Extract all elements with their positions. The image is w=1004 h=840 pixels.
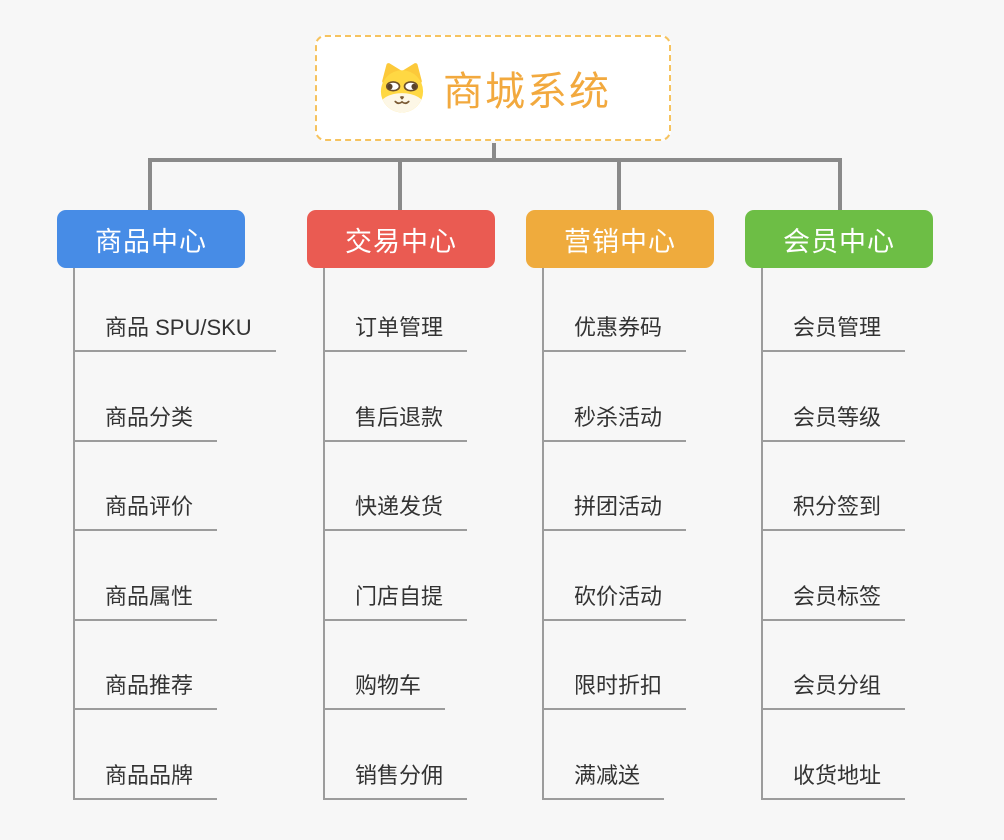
branch-items: 会员管理 会员等级 积分签到 会员标签 会员分组 收货地址 <box>761 268 933 800</box>
branch-items: 订单管理 售后退款 快递发货 门店自提 购物车 销售分佣 <box>323 268 495 800</box>
branch-label: 营销中心 <box>564 226 676 257</box>
branch-item[interactable]: 拼团活动 <box>544 442 714 532</box>
branch-items: 优惠券码 秒杀活动 拼团活动 砍价活动 限时折扣 满减送 <box>542 268 714 800</box>
branch-item-label: 商品推荐 <box>75 668 218 711</box>
branch-item[interactable]: 会员等级 <box>763 352 933 442</box>
branch-item[interactable]: 商品分类 <box>75 352 245 442</box>
branch-connector-drop <box>617 160 621 212</box>
branch-item-label: 拼团活动 <box>544 489 687 532</box>
branch-item[interactable]: 商品属性 <box>75 531 245 621</box>
branch-item-label: 收货地址 <box>763 758 906 800</box>
branch-0: 商品中心 商品 SPU/SKU 商品分类 商品评价 商品属性 商品推荐 商品品牌 <box>57 210 276 800</box>
branch-item-label: 秒杀活动 <box>544 400 687 442</box>
branch-item[interactable]: 会员标签 <box>763 531 933 621</box>
branch-item-label: 会员等级 <box>763 400 906 442</box>
branch-item-label: 门店自提 <box>325 579 468 621</box>
branch-item[interactable]: 秒杀活动 <box>544 352 714 442</box>
branch-item-label: 销售分佣 <box>325 758 468 800</box>
branch-item[interactable]: 商品推荐 <box>75 621 245 711</box>
branch-item-label: 满减送 <box>544 758 665 800</box>
branch-connector-drop <box>148 160 152 212</box>
branch-item[interactable]: 商品品牌 <box>75 710 245 800</box>
branch-head[interactable]: 会员中心 <box>745 210 933 268</box>
branch-item[interactable]: 商品 SPU/SKU <box>75 268 276 352</box>
branch-item-label: 积分签到 <box>763 489 906 532</box>
root-title: 商城系统 <box>443 70 611 114</box>
branch-head[interactable]: 营销中心 <box>526 210 714 268</box>
branch-item[interactable]: 销售分佣 <box>325 710 495 800</box>
branch-label: 会员中心 <box>783 226 895 257</box>
branch-item[interactable]: 限时折扣 <box>544 621 714 711</box>
branch-item[interactable]: 收货地址 <box>763 710 933 800</box>
branch-item[interactable]: 购物车 <box>325 621 495 711</box>
branch-2: 营销中心 优惠券码 秒杀活动 拼团活动 砍价活动 限时折扣 满减送 <box>526 210 714 800</box>
branch-connector-drop <box>398 160 402 212</box>
root-node[interactable]: 商城系统 <box>315 35 671 141</box>
branch-item-label: 商品评价 <box>75 489 218 532</box>
branch-head[interactable]: 商品中心 <box>57 210 245 268</box>
branch-item[interactable]: 订单管理 <box>325 268 495 352</box>
branch-item[interactable]: 会员分组 <box>763 621 933 711</box>
branch-item-label: 购物车 <box>325 668 446 711</box>
branch-item[interactable]: 门店自提 <box>325 531 495 621</box>
branch-item[interactable]: 砍价活动 <box>544 531 714 621</box>
branch-item-label: 会员分组 <box>763 668 906 711</box>
branch-label: 交易中心 <box>345 226 457 257</box>
branch-item-label: 商品 SPU/SKU <box>75 310 276 352</box>
branch-item[interactable]: 商品评价 <box>75 442 245 532</box>
branch-item-label: 优惠券码 <box>544 310 687 352</box>
branch-item-label: 商品属性 <box>75 579 218 621</box>
branch-item-label: 会员标签 <box>763 579 906 621</box>
branch-1: 交易中心 订单管理 售后退款 快递发货 门店自提 购物车 销售分佣 <box>307 210 495 800</box>
branch-item[interactable]: 售后退款 <box>325 352 495 442</box>
branch-item-label: 砍价活动 <box>544 579 687 621</box>
branch-item-label: 会员管理 <box>763 310 906 352</box>
branch-item[interactable]: 会员管理 <box>763 268 933 352</box>
branch-item-label: 快递发货 <box>325 489 468 532</box>
branch-item[interactable]: 优惠券码 <box>544 268 714 352</box>
branch-item-label: 限时折扣 <box>544 668 687 711</box>
branch-item-label: 售后退款 <box>325 400 468 442</box>
branch-connector-drop <box>838 160 842 212</box>
dog-face-icon <box>380 63 424 113</box>
branch-label: 商品中心 <box>95 226 207 257</box>
branch-item-label: 商品分类 <box>75 400 218 442</box>
branch-head[interactable]: 交易中心 <box>307 210 495 268</box>
branch-connector-bar <box>148 158 842 162</box>
branch-3: 会员中心 会员管理 会员等级 积分签到 会员标签 会员分组 收货地址 <box>745 210 933 800</box>
branch-item-label: 商品品牌 <box>75 758 218 800</box>
branch-item-label: 订单管理 <box>325 310 468 352</box>
branch-item[interactable]: 快递发货 <box>325 442 495 532</box>
branch-item[interactable]: 积分签到 <box>763 442 933 532</box>
root-connector-stem <box>492 143 496 160</box>
branch-item[interactable]: 满减送 <box>544 710 714 800</box>
branch-items: 商品 SPU/SKU 商品分类 商品评价 商品属性 商品推荐 商品品牌 <box>73 268 276 800</box>
